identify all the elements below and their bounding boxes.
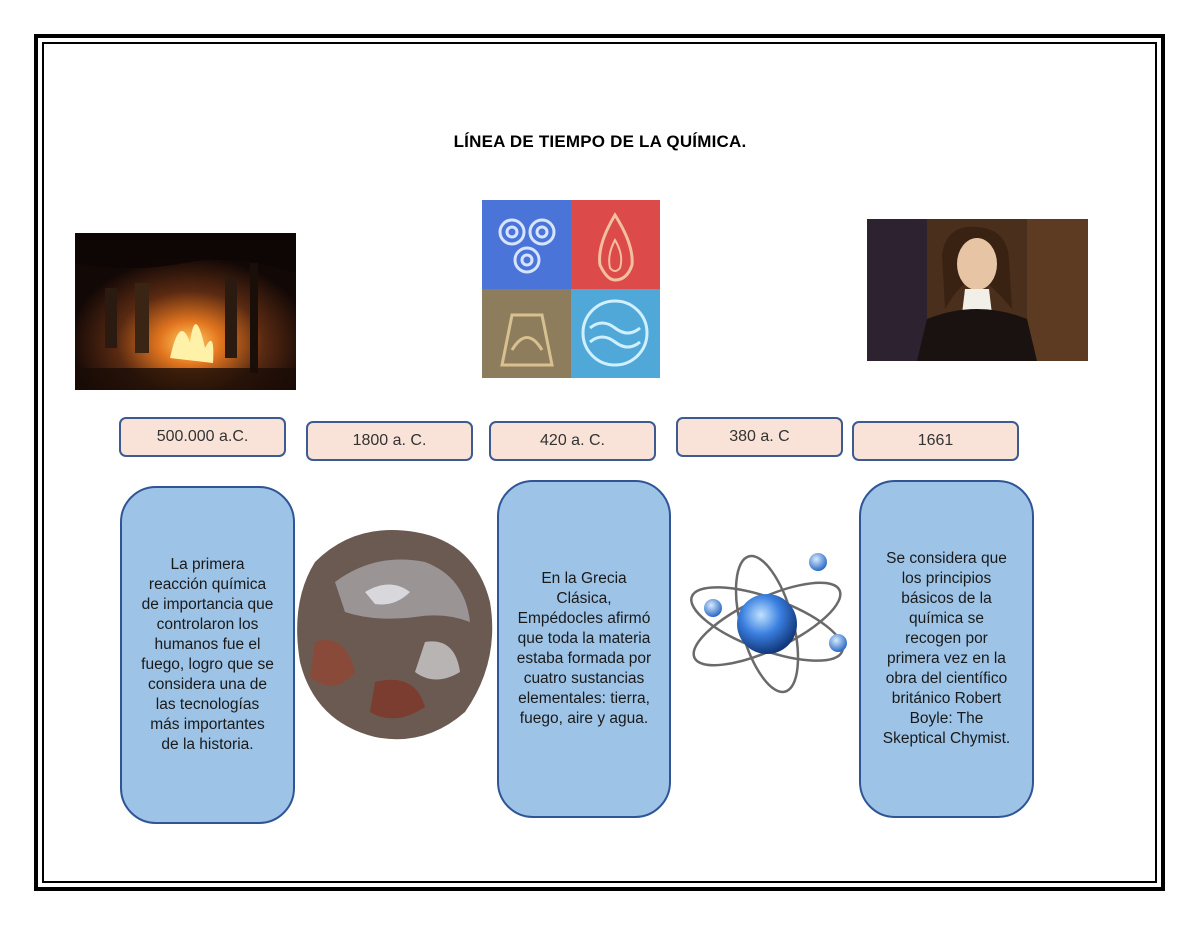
timeline-date-3: 420 a. C. [489,421,656,461]
timeline-date-2: 1800 a. C. [306,421,473,461]
page-title: LÍNEA DE TIEMPO DE LA QUÍMICA. [0,132,1200,152]
cave-fire-photo [75,233,296,390]
timeline-description-3-text: Se considera que los principios básicos … [879,549,1014,749]
atom-model-icon [683,548,851,696]
timeline-description-1: La primera reacción química de importanc… [120,486,295,824]
robert-boyle-portrait [867,219,1088,361]
mineral-rock-photo [295,522,495,747]
timeline-description-1-text: La primera reacción química de importanc… [140,555,275,755]
timeline-date-1: 500.000 a.C. [119,417,286,457]
timeline-description-3: Se considera que los principios básicos … [859,480,1034,818]
timeline-description-2: En la Grecia Clásica, Empédocles afirmó … [497,480,671,818]
timeline-description-2-text: En la Grecia Clásica, Empédocles afirmó … [513,569,655,729]
timeline-date-4: 380 a. C [676,417,843,457]
timeline-date-5: 1661 [852,421,1019,461]
four-elements-symbols [482,200,660,378]
